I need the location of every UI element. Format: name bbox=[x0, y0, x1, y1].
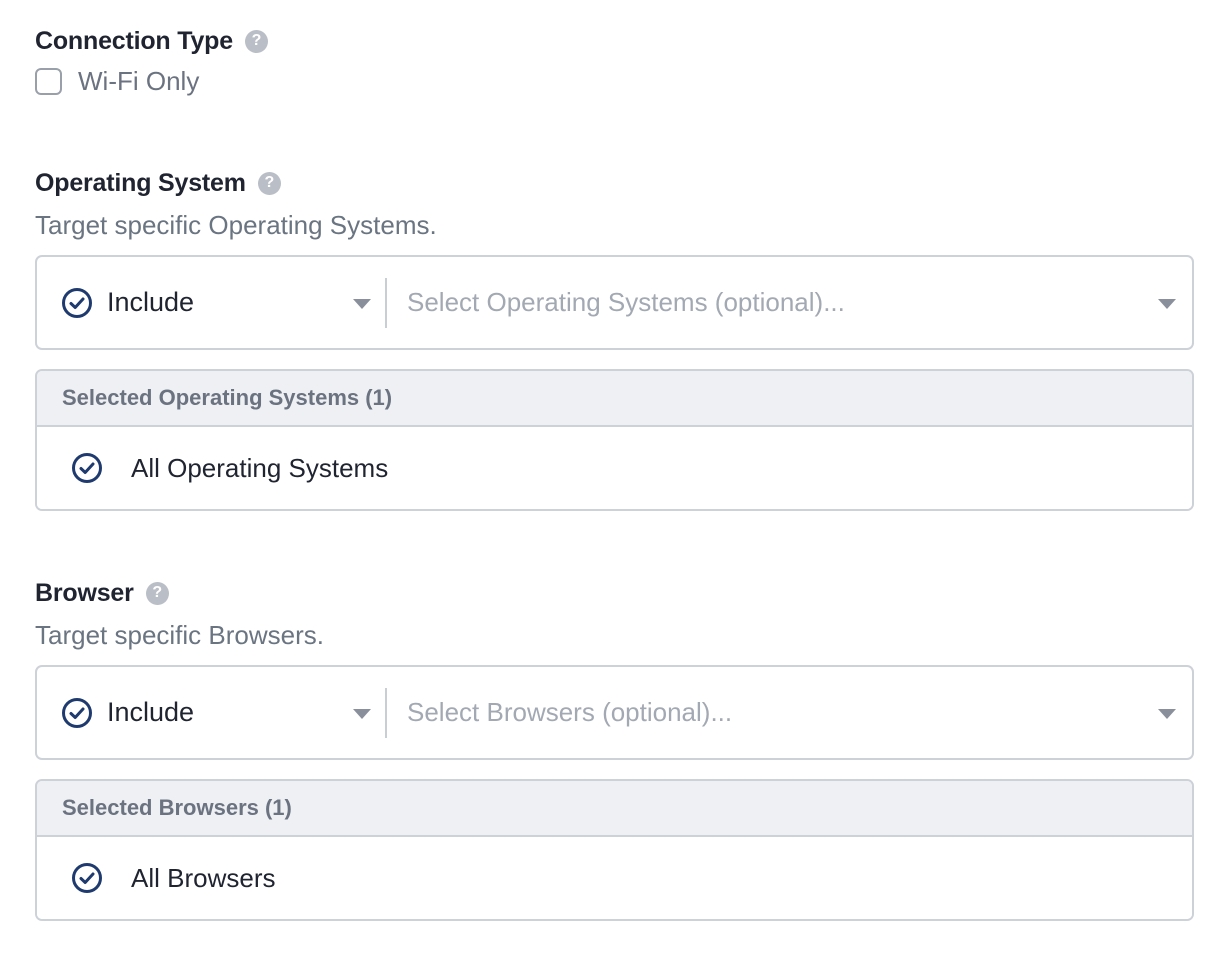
check-circle-icon bbox=[72, 863, 102, 893]
browser-description: Target specific Browsers. bbox=[35, 620, 324, 650]
help-icon[interactable]: ? bbox=[145, 581, 169, 605]
connection-type-section: Connection Type ? Wi-Fi Only bbox=[35, 26, 1194, 97]
caret-down-icon bbox=[353, 709, 371, 719]
browser-mode-dropdown[interactable]: Include bbox=[37, 667, 385, 758]
operating-system-mode-label: Include bbox=[107, 287, 195, 317]
caret-down-icon bbox=[353, 299, 371, 309]
caret-down-icon bbox=[1158, 299, 1176, 309]
selector-divider bbox=[385, 277, 387, 328]
browser-section: Browser ? Target specific Browsers. Incl… bbox=[35, 578, 1194, 921]
wifi-only-option[interactable]: Wi-Fi Only bbox=[35, 66, 1194, 97]
operating-system-description: Target specific Operating Systems. bbox=[35, 210, 437, 240]
wifi-only-checkbox[interactable] bbox=[35, 68, 62, 95]
wifi-only-label[interactable]: Wi-Fi Only bbox=[78, 66, 200, 96]
operating-system-placeholder: Select Operating Systems (optional)... bbox=[407, 287, 845, 317]
selected-browsers-header: Selected Browsers (1) bbox=[37, 781, 1192, 837]
browser-title: Browser bbox=[35, 578, 134, 607]
check-circle-icon bbox=[72, 453, 102, 483]
help-icon[interactable]: ? bbox=[244, 29, 268, 53]
selected-operating-systems-panel: Selected Operating Systems (1) All Opera… bbox=[35, 369, 1194, 511]
operating-system-selector: Include Select Operating Systems (option… bbox=[35, 255, 1194, 350]
list-item[interactable]: All Browsers bbox=[37, 837, 1192, 919]
caret-down-icon bbox=[1158, 709, 1176, 719]
selected-item-label: All Operating Systems bbox=[131, 452, 389, 483]
browser-heading: Browser ? bbox=[35, 578, 1194, 608]
check-circle-icon bbox=[62, 287, 92, 318]
help-icon[interactable]: ? bbox=[257, 171, 281, 195]
browser-mode-label: Include bbox=[107, 697, 195, 727]
selected-browsers-panel: Selected Browsers (1) All Browsers bbox=[35, 779, 1194, 921]
connection-type-title: Connection Type bbox=[35, 26, 233, 55]
connection-type-heading: Connection Type ? bbox=[35, 26, 1194, 56]
check-circle-icon bbox=[62, 697, 92, 728]
operating-system-mode-dropdown[interactable]: Include bbox=[37, 257, 385, 348]
operating-system-title: Operating System bbox=[35, 168, 246, 197]
selector-divider bbox=[385, 687, 387, 738]
browser-options-dropdown[interactable]: Select Browsers (optional)... bbox=[387, 667, 1192, 758]
list-item[interactable]: All Operating Systems bbox=[37, 427, 1192, 509]
selected-operating-systems-header: Selected Operating Systems (1) bbox=[37, 371, 1192, 427]
operating-system-heading: Operating System ? bbox=[35, 168, 1194, 198]
browser-selector: Include Select Browsers (optional)... bbox=[35, 665, 1194, 760]
selected-item-label: All Browsers bbox=[131, 862, 276, 893]
operating-system-section: Operating System ? Target specific Opera… bbox=[35, 168, 1194, 511]
operating-system-options-dropdown[interactable]: Select Operating Systems (optional)... bbox=[387, 257, 1192, 348]
browser-placeholder: Select Browsers (optional)... bbox=[407, 697, 733, 727]
